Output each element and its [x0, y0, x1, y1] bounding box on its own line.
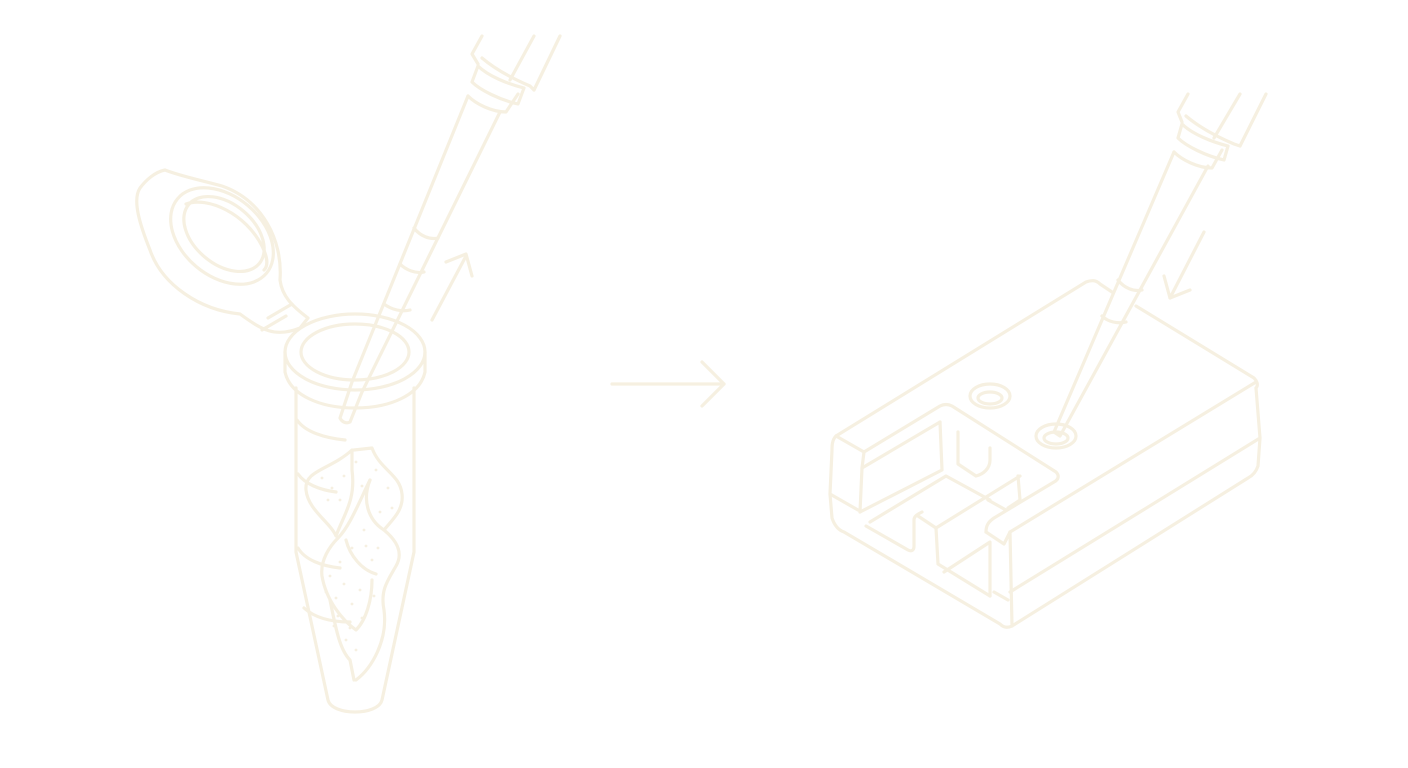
right-arrow-icon: [610, 360, 726, 408]
texture-dot: [326, 498, 330, 502]
texture-dot: [358, 588, 362, 592]
texture-dot: [350, 602, 354, 606]
sample-cassette-with-pipette: [828, 92, 1268, 629]
texture-dot: [376, 546, 380, 550]
texture-dot: [334, 596, 338, 600]
texture-dot: [378, 510, 382, 514]
texture-dot: [354, 648, 358, 652]
tube-rim: [283, 312, 427, 410]
texture-dot: [348, 626, 352, 630]
texture-dot: [354, 460, 358, 464]
texture-dot: [360, 616, 364, 620]
texture-dot: [370, 558, 374, 562]
texture-dot: [360, 484, 364, 488]
texture-dot: [342, 474, 346, 478]
tube-sample: [304, 446, 404, 682]
tube-body: [294, 386, 416, 714]
texture-dot: [364, 544, 368, 548]
texture-dot: [328, 574, 332, 578]
texture-dot: [372, 594, 376, 598]
upward-draw-arrow: [430, 252, 474, 322]
microcentrifuge-tube-with-pipette: [135, 34, 562, 714]
texture-dot: [362, 528, 366, 532]
pipette-icon: [338, 34, 562, 425]
texture-dot: [324, 590, 328, 594]
sample-texture: [320, 460, 394, 652]
texture-dot: [338, 560, 342, 564]
tube-lid-icon: [135, 168, 310, 334]
downward-dispense-arrow: [1162, 230, 1206, 300]
texture-dot: [350, 546, 354, 550]
pipette-icon: [1052, 92, 1268, 438]
texture-dot: [342, 582, 346, 586]
texture-dot: [336, 614, 340, 618]
texture-dot: [320, 476, 324, 480]
texture-dot: [330, 486, 334, 490]
texture-dot: [390, 506, 394, 510]
texture-dot: [386, 486, 390, 490]
cassette-body: [828, 279, 1262, 629]
texture-dot: [374, 468, 378, 472]
texture-dot: [332, 624, 336, 628]
texture-dot: [338, 498, 342, 502]
texture-dot: [344, 638, 348, 642]
